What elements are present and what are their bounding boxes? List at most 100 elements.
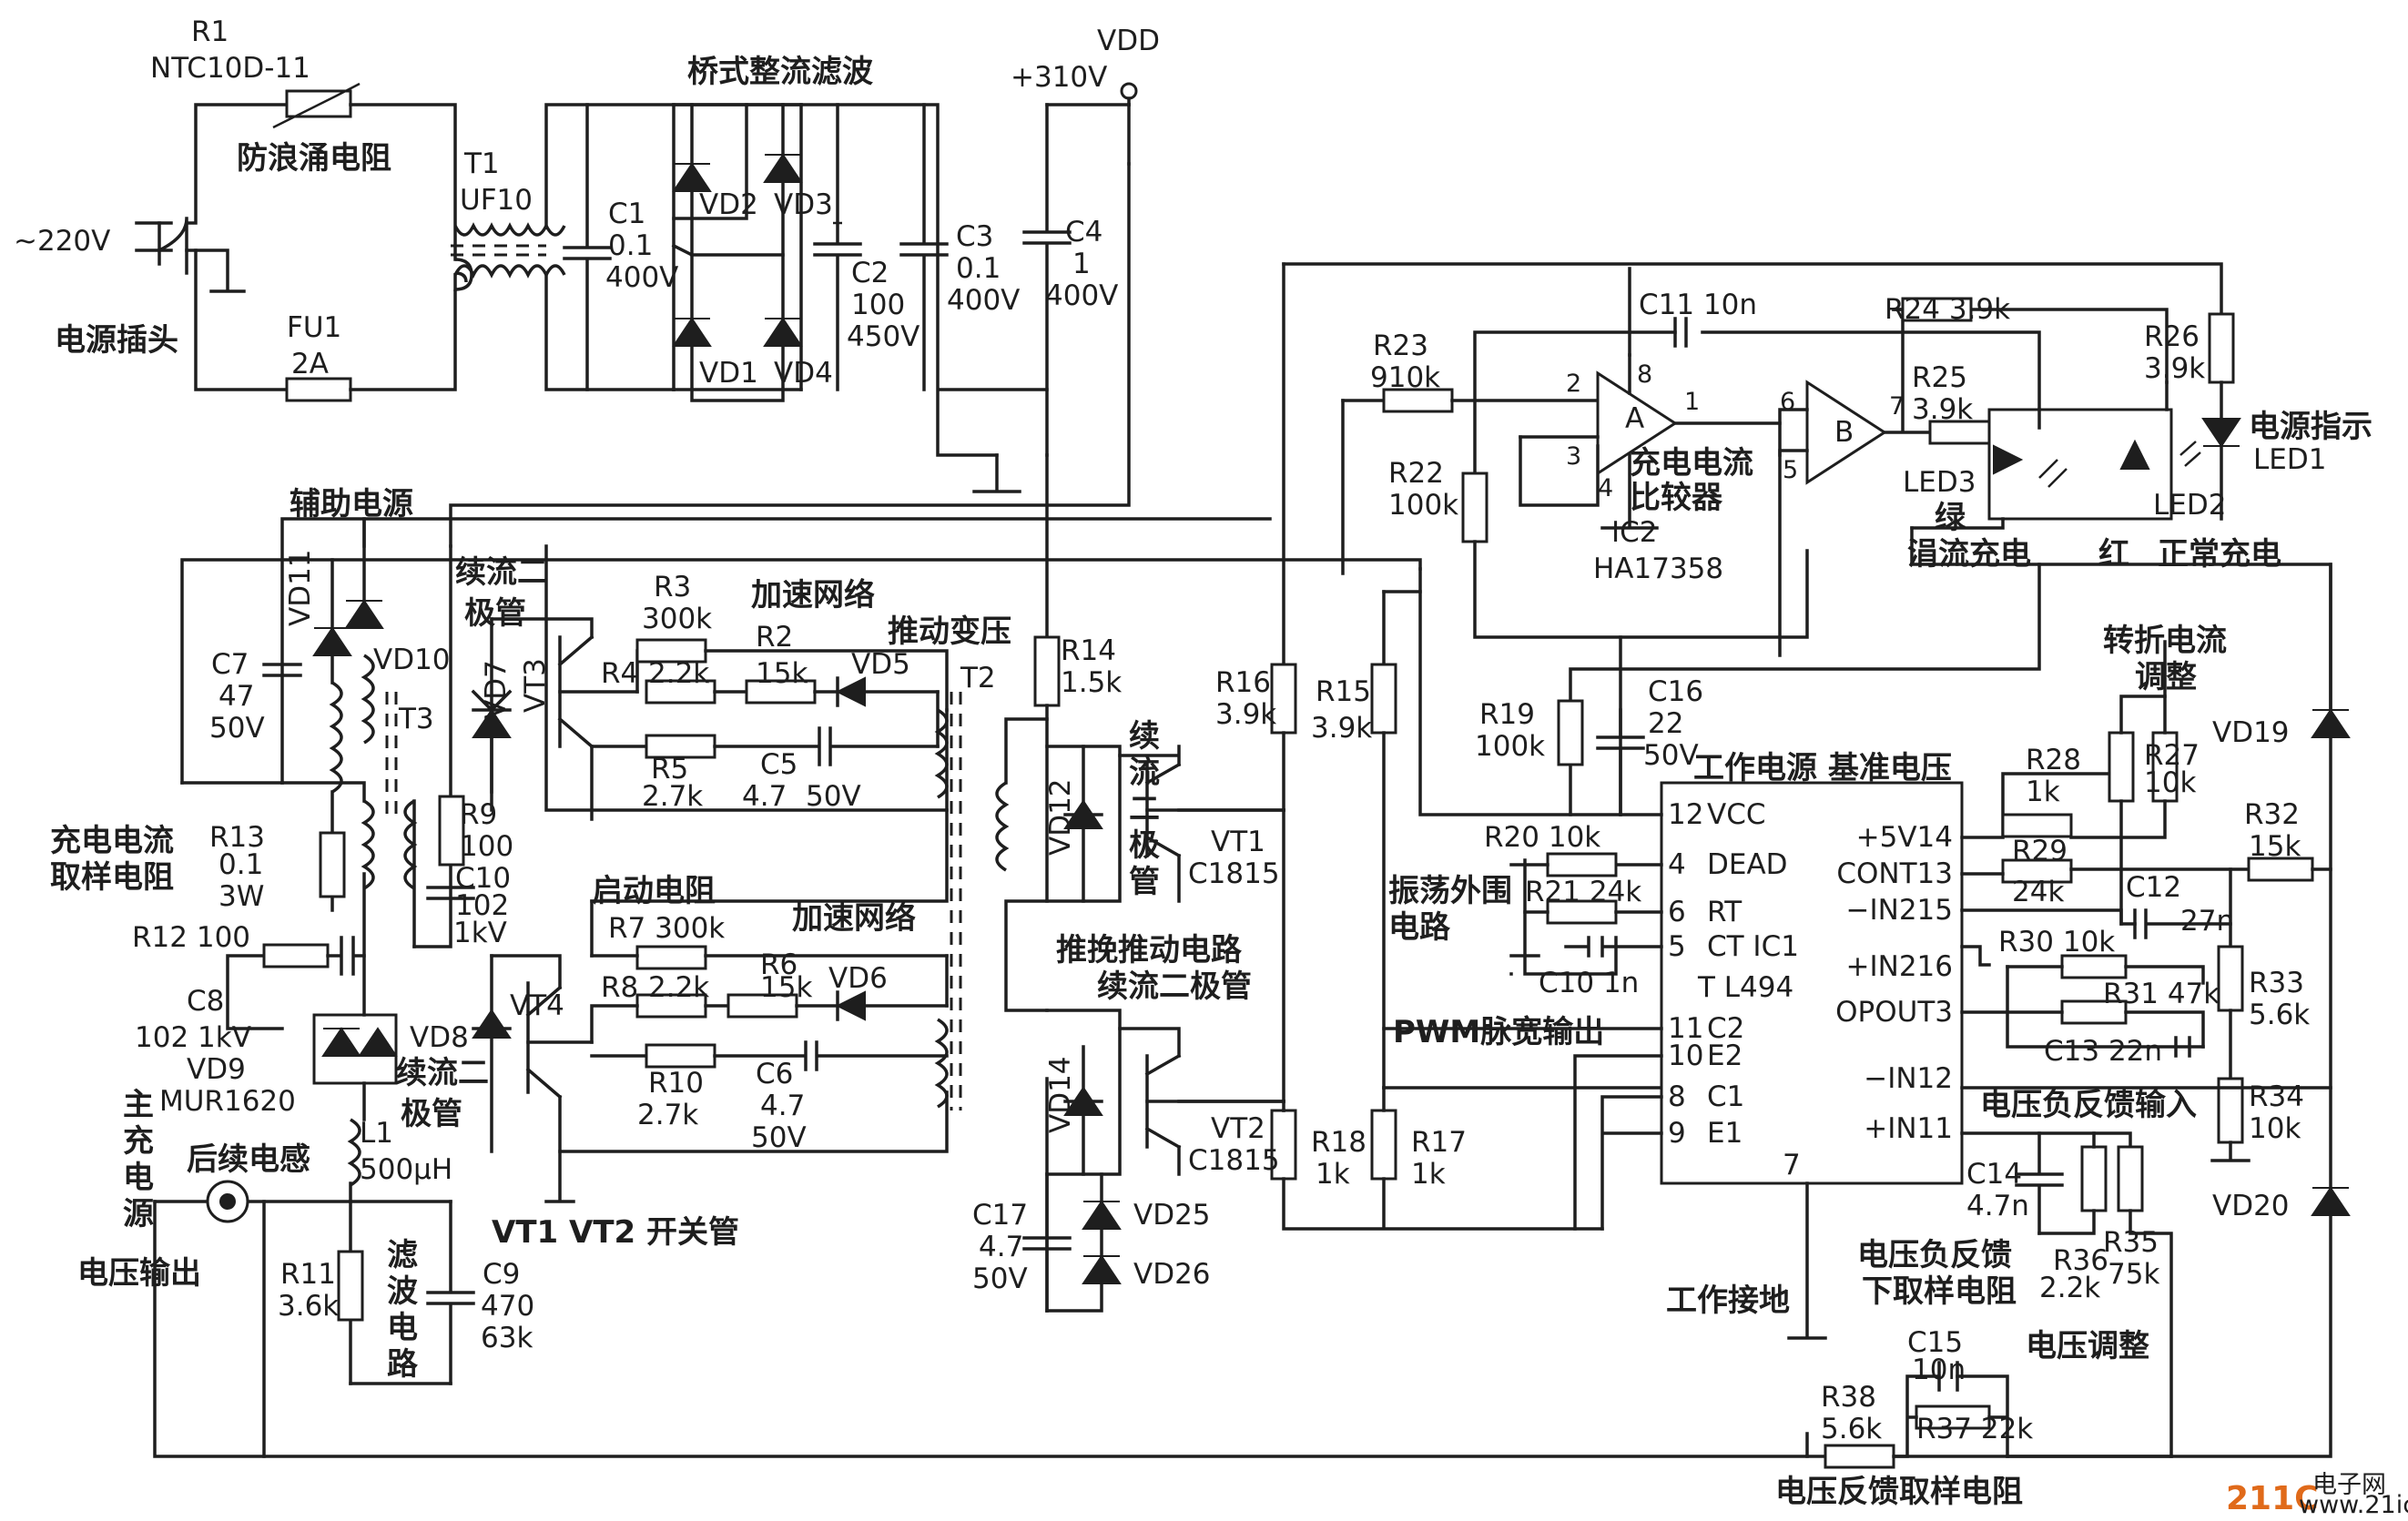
ic1-left-pin-name: CT IC1: [1707, 930, 1799, 963]
ic1-section: [1282, 563, 2351, 1469]
r29-value-label: 24k: [2012, 876, 2064, 908]
r28-resistor: [2108, 731, 2135, 803]
r6-label: R6: [760, 948, 798, 981]
r29-label: R29: [2012, 835, 2068, 867]
c3-value-label: 0.1: [956, 252, 1001, 285]
r24-resistor: [1901, 297, 1973, 322]
opamp-a: [1596, 370, 1678, 476]
r6-value-label: 15k: [760, 971, 812, 1004]
r25-label: R25: [1912, 361, 1967, 394]
opamp-b: [1805, 380, 1887, 485]
r18-label: R18: [1311, 1126, 1367, 1159]
c9-capacitor: [426, 1200, 475, 1385]
c17-label: C17: [972, 1199, 1028, 1232]
c12-value-label: 27n: [2180, 905, 2234, 938]
fw-v-2: 流: [1129, 755, 1160, 791]
t2-label: T2: [960, 662, 996, 695]
r2-value-label: 15k: [756, 657, 808, 690]
v310-label: +310V: [1011, 61, 1107, 94]
ic1-right-pin-label: −IN12: [1864, 1062, 1953, 1095]
r27-resistor: [2151, 731, 2179, 803]
led3-green: [1993, 444, 2024, 475]
c5-voltage-label: 50V: [806, 780, 861, 813]
ic1-left-pin-num: 4: [1668, 848, 1686, 881]
green-label: 绿: [1935, 500, 1966, 536]
vd10-label: VD10: [373, 644, 451, 676]
ic1-left-pin-name: E1: [1707, 1117, 1742, 1150]
c2-label: C2: [851, 257, 889, 289]
c15-value-label: 10n: [1912, 1354, 1966, 1386]
ci-sense2-label: 取样电阻: [50, 859, 174, 896]
cmp2-label: 比较器: [1630, 480, 1723, 516]
r5-label: R5: [651, 753, 688, 786]
r33-value-label: 5.6k: [2249, 999, 2310, 1031]
c9-value-label: 470: [481, 1290, 534, 1323]
r23-resistor: [1382, 388, 1454, 413]
r17-label: R17: [1411, 1126, 1467, 1159]
filter-3: 电: [387, 1310, 418, 1346]
vd3-label: VD3: [774, 188, 833, 221]
r22-value-label: 100k: [1388, 489, 1458, 522]
vt4-transistor: [525, 981, 563, 1100]
t1-label: T1: [463, 147, 500, 180]
normal-label: 正常充电: [2158, 536, 2281, 573]
c2-voltage-label: 450V: [847, 320, 920, 353]
r4-resistor: [645, 679, 716, 705]
r27-label: R27: [2144, 739, 2200, 772]
red-label: 红: [2098, 536, 2129, 573]
power-plug-icon: [157, 217, 188, 275]
r24-label: R24 3.9k: [1885, 293, 2010, 326]
trickle-label: 涓流充电: [1907, 536, 2031, 573]
c11-capacitor: [1673, 317, 1688, 348]
knee2-label: 调整: [2135, 659, 2197, 695]
ic1-left-pin-num: 6: [1668, 896, 1686, 928]
ci-sense1-label: 充电电流: [50, 823, 174, 859]
r19-value-label: 100k: [1475, 730, 1545, 763]
r31-label: R31 47k: [2103, 978, 2220, 1010]
r28-label: R28: [2026, 744, 2081, 776]
switching-stage: [471, 544, 962, 1203]
vd8-diode: [472, 954, 512, 1153]
vd19-diode: [2311, 708, 2351, 738]
gnd-work-label: 工作接地: [1666, 1283, 1790, 1319]
t1-part-label: UF10: [460, 184, 533, 217]
pin5-label: 5: [1783, 456, 1798, 484]
c1-value-label: 0.1: [608, 229, 653, 262]
vt2-part-label: C1815: [1188, 1144, 1280, 1177]
l1-value-label: 500μH: [360, 1153, 452, 1186]
c15-capacitor: [1937, 1361, 1959, 1392]
r35-resistor: [2117, 1145, 2144, 1212]
led2-red: [2119, 439, 2150, 470]
c8-value-label: 102 1kV: [135, 1021, 251, 1054]
vd19-label: VD19: [2212, 716, 2290, 749]
c6-label: C6: [756, 1058, 793, 1090]
fw-diode-label: 续流二极管: [1097, 968, 1252, 1005]
r19-resistor: [1557, 699, 1584, 766]
r16-value-label: 3.9k: [1215, 698, 1276, 731]
r37-resistor: [1915, 1404, 1991, 1430]
r25-value-label: 3.9k: [1912, 393, 1973, 426]
ic1-right-pin-label: +5V14: [1856, 821, 1953, 854]
accel-label: 加速网络: [751, 577, 875, 613]
r8-label: R8: [601, 971, 638, 1004]
r33-resistor: [2217, 945, 2244, 1012]
vd25-label: VD25: [1133, 1199, 1211, 1232]
vd11-diode: [312, 626, 352, 656]
vdd-terminal: [1120, 82, 1138, 100]
r36-value-label: 2.2k: [2039, 1272, 2100, 1304]
main-out-4: 源: [123, 1196, 154, 1232]
vd26-diode: [1082, 1254, 1122, 1284]
vd2-label: VD2: [699, 188, 758, 221]
pin6-label: 6: [1780, 388, 1795, 416]
c13-label: C13 22n: [2044, 1035, 2162, 1068]
ic2-part-label: HA17358: [1593, 553, 1723, 585]
vd8-freewheel-label: 续流二: [396, 1055, 489, 1091]
r30-resistor: [2060, 954, 2128, 979]
vfb-in-label: 电压负反馈输入: [1980, 1087, 2197, 1123]
c14-value-label: 4.7n: [1966, 1190, 2029, 1222]
vd5-diode: [835, 676, 866, 707]
vfb-lo2-label: 下取样电阻: [1862, 1273, 2017, 1310]
r38-resistor: [1824, 1444, 1895, 1469]
accel2-label: 加速网络: [792, 900, 916, 937]
